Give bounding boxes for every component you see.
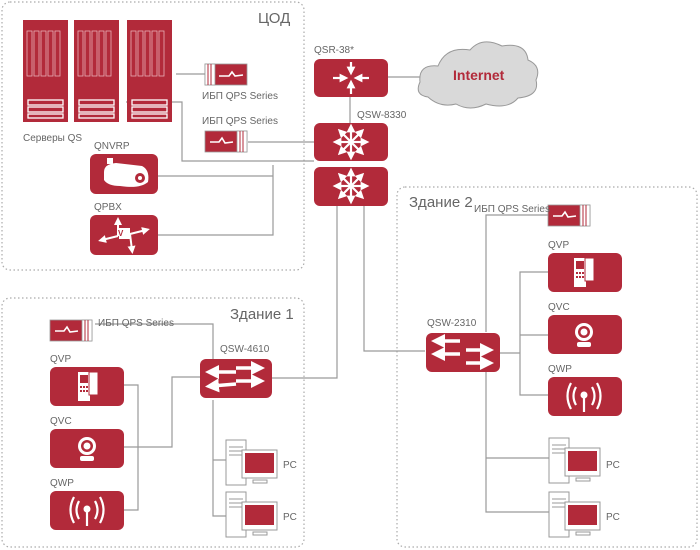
pc-icon[interactable] xyxy=(548,437,601,484)
nvr-label: QNVRP xyxy=(94,141,130,152)
webcam-icon[interactable] xyxy=(50,429,124,468)
wireless-ap-icon[interactable] xyxy=(548,377,622,416)
core-switch-icon-2[interactable] xyxy=(314,167,388,206)
pc-label: PC xyxy=(283,512,297,523)
switch-label-building1: QSW-4610 xyxy=(220,344,270,355)
ups-label-dc-1: ИБП QPS Series xyxy=(202,91,278,102)
ups-label-dc-2: ИБП QPS Series xyxy=(202,116,278,127)
device-label-qvc: QVC xyxy=(50,416,72,427)
pc-label: PC xyxy=(283,460,297,471)
zone-dc-border xyxy=(1,1,305,271)
core-switch-label: QSW-8330 xyxy=(357,110,407,121)
pbx-icon-letter: V xyxy=(118,229,124,238)
access-switch-icon-building1[interactable] xyxy=(200,359,272,398)
webcam-icon[interactable] xyxy=(548,315,622,354)
pc-icon[interactable] xyxy=(548,491,601,538)
router-label: QSR-38* xyxy=(314,45,355,56)
ups-label-building2: ИБП QPS Series xyxy=(474,204,550,215)
ups-icon-building2[interactable] xyxy=(547,204,591,227)
device-label-qwp: QWP xyxy=(548,364,572,375)
pbx-icon[interactable] xyxy=(90,215,158,255)
pc-label: PC xyxy=(606,512,620,523)
ups-label-building1: ИБП QPS Series xyxy=(98,318,174,329)
pc-icon[interactable] xyxy=(225,439,278,486)
device-label-qvc: QVC xyxy=(548,302,570,313)
nvr-camera-icon[interactable] xyxy=(90,154,158,194)
intercom-icon[interactable] xyxy=(50,367,124,406)
access-switch-icon-building2[interactable] xyxy=(426,333,500,372)
core-switch-icon-1[interactable] xyxy=(314,123,388,161)
pc-label: PC xyxy=(606,460,620,471)
zone-title-dc: ЦОД xyxy=(258,10,291,27)
servers-label: Серверы QS xyxy=(23,133,83,144)
ups-icon-building1[interactable] xyxy=(49,319,93,342)
zone-title-building2: Здание 2 xyxy=(409,194,473,211)
ups-icon-dc-1[interactable] xyxy=(204,63,248,86)
zone-title-building1: Здание 1 xyxy=(230,306,294,323)
zone-building2-border xyxy=(396,186,698,548)
device-label-qvp: QVP xyxy=(50,354,72,365)
pc-icon[interactable] xyxy=(225,491,278,538)
device-label-qvp: QVP xyxy=(548,240,570,251)
internet-label: Internet xyxy=(453,67,505,83)
router-icon[interactable] xyxy=(314,59,388,97)
device-label-qwp: QWP xyxy=(50,478,74,489)
switch-label-building2: QSW-2310 xyxy=(427,318,477,329)
internet-cloud-icon[interactable] xyxy=(417,41,539,109)
intercom-icon[interactable] xyxy=(548,253,622,292)
pbx-label: QPBX xyxy=(94,202,122,213)
servers-icon[interactable] xyxy=(23,19,173,123)
wireless-ap-icon[interactable] xyxy=(50,491,124,530)
ups-icon-dc-2[interactable] xyxy=(204,130,248,153)
